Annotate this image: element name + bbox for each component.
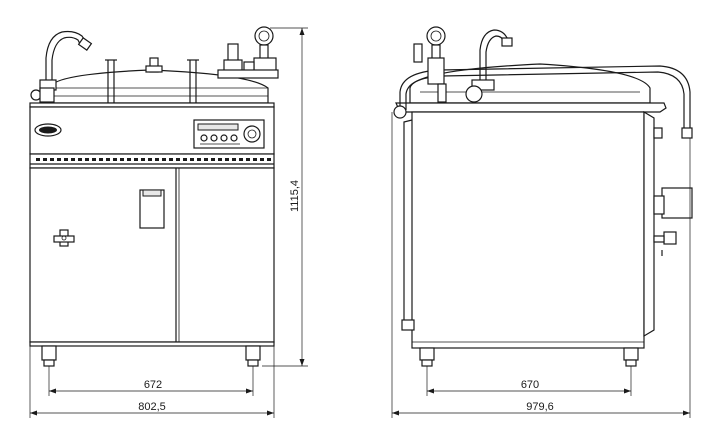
drain-valve bbox=[53, 229, 75, 247]
side-pressure-gauge bbox=[413, 26, 447, 103]
vent-slot bbox=[71, 158, 75, 161]
side-drain-fitting bbox=[401, 319, 415, 331]
side-rear-panel bbox=[643, 110, 655, 338]
vent-slot bbox=[211, 158, 215, 161]
vent-slot bbox=[176, 158, 180, 161]
vent-slot bbox=[113, 158, 117, 161]
front-view bbox=[29, 26, 279, 367]
legs-side bbox=[419, 347, 639, 367]
dim-front-leg-span: 672 bbox=[144, 379, 162, 391]
front-dimensions: 672 802,5 1115,4 bbox=[29, 27, 308, 418]
side-worktop bbox=[395, 102, 667, 113]
dim-front-total-width: 802,5 bbox=[138, 401, 166, 413]
side-water-tap bbox=[465, 29, 513, 103]
vent-slot bbox=[106, 158, 110, 161]
water-tap bbox=[30, 30, 93, 103]
vent-slot bbox=[162, 158, 166, 161]
vent-slot bbox=[246, 158, 250, 161]
side-body bbox=[411, 111, 645, 349]
dim-side-leg-span: 670 bbox=[521, 379, 539, 391]
vent-slot bbox=[183, 158, 187, 161]
indicator-lamp bbox=[200, 134, 208, 142]
vent-slot bbox=[64, 158, 68, 161]
vent-slots bbox=[36, 158, 271, 161]
vent-slot bbox=[120, 158, 124, 161]
vent-slot bbox=[92, 158, 96, 161]
vent-slot bbox=[43, 158, 47, 161]
vent-slot bbox=[99, 158, 103, 161]
dim-total-height: 1115,4 bbox=[289, 180, 301, 212]
dim-side-total-depth: 979,6 bbox=[526, 401, 554, 413]
vent-slot bbox=[253, 158, 257, 161]
vent-slot bbox=[78, 158, 82, 161]
vent-slot bbox=[57, 158, 61, 161]
side-rear-valve bbox=[661, 187, 693, 219]
pressure-gauge bbox=[217, 26, 279, 79]
vent-slot bbox=[204, 158, 208, 161]
legs-front bbox=[41, 345, 261, 367]
vent-slot bbox=[148, 158, 152, 161]
vent-slot bbox=[127, 158, 131, 161]
side-view bbox=[393, 26, 693, 367]
vent-slot bbox=[141, 158, 145, 161]
vent-slot bbox=[50, 158, 54, 161]
side-lid-arm bbox=[399, 65, 691, 110]
vent-slot bbox=[197, 158, 201, 161]
vent-slot bbox=[36, 158, 40, 161]
vent-slot bbox=[169, 158, 173, 161]
vent-slot bbox=[85, 158, 89, 161]
control-knob bbox=[243, 125, 261, 143]
vent-slot bbox=[232, 158, 236, 161]
vent-slot bbox=[155, 158, 159, 161]
vent-slot bbox=[260, 158, 264, 161]
vent-slot bbox=[190, 158, 194, 161]
vent-slot bbox=[225, 158, 229, 161]
vent-slot bbox=[218, 158, 222, 161]
vent-slot bbox=[239, 158, 243, 161]
vent-slot bbox=[267, 158, 271, 161]
vent-slot bbox=[134, 158, 138, 161]
side-dimensions: 670 979,6 bbox=[391, 112, 691, 418]
